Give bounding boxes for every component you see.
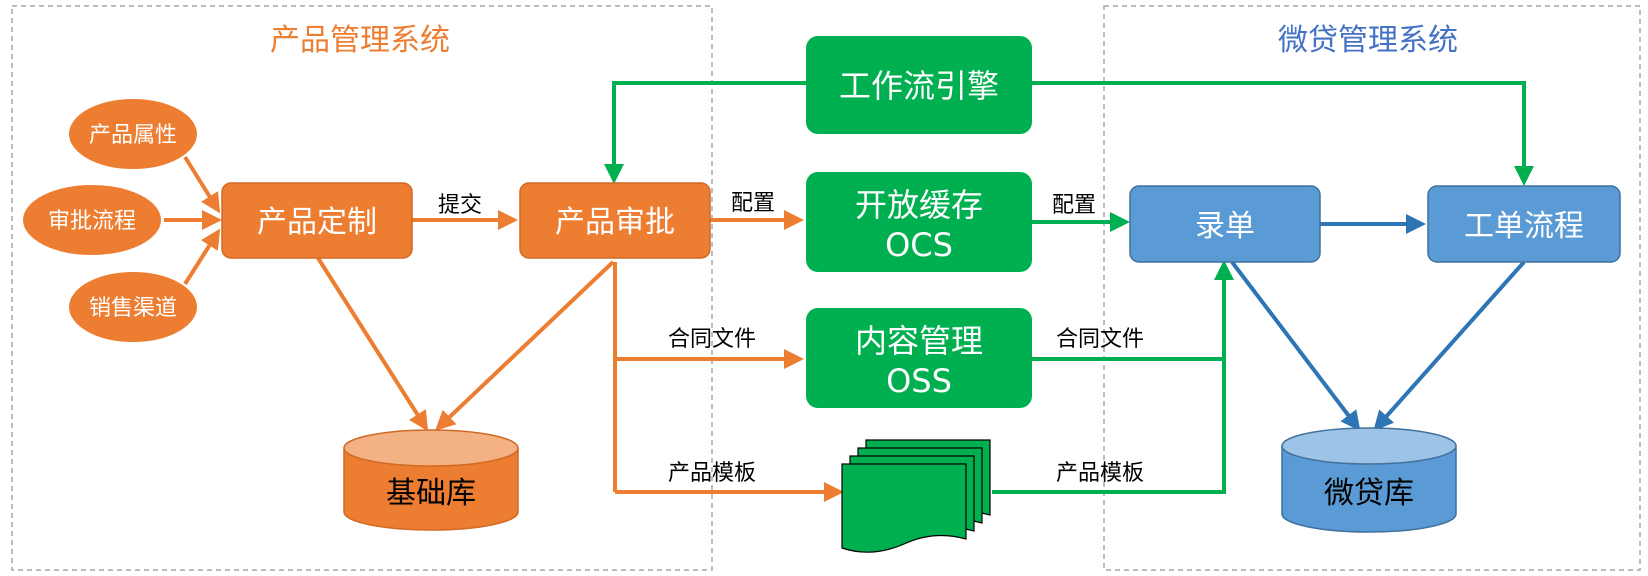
edge-channel-to-custom <box>183 228 221 286</box>
edge-label-submit: 提交 <box>438 193 482 218</box>
edge-label-contract-right: 合同文件 <box>1056 327 1144 352</box>
node-content-mgmt-line2: OSS <box>886 362 952 400</box>
node-microloan-db-label: 微贷库 <box>1324 476 1414 511</box>
node-base-db[interactable]: 基础库 <box>343 429 519 531</box>
node-product-custom-label: 产品定制 <box>257 205 377 240</box>
node-approval-flow[interactable]: 审批流程 <box>21 183 163 257</box>
edge-attr-to-custom <box>183 155 221 214</box>
node-product-attr-label: 产品属性 <box>89 123 177 148</box>
node-product-approval-label: 产品审批 <box>555 205 675 240</box>
microloan-system-region <box>1103 5 1641 571</box>
node-sales-channel-label: 销售渠道 <box>89 296 177 321</box>
node-open-cache-line2: OCS <box>885 226 953 264</box>
edge-label-template-right: 产品模板 <box>1056 461 1144 486</box>
node-product-custom[interactable]: 产品定制 <box>221 182 413 259</box>
node-work-order[interactable]: 工单流程 <box>1427 185 1621 263</box>
orange-connectors <box>164 155 844 502</box>
node-sales-channel[interactable]: 销售渠道 <box>67 270 199 344</box>
product-system-region <box>11 5 713 571</box>
edge-label-config-right: 配置 <box>1052 193 1096 218</box>
node-open-cache-line1: 开放缓存 <box>855 186 983 224</box>
edge-workflow-to-approval <box>604 81 806 184</box>
node-order-entry[interactable]: 录单 <box>1129 185 1321 263</box>
node-approval-flow-label: 审批流程 <box>48 209 136 234</box>
node-workflow-engine[interactable]: 工作流引擎 <box>806 36 1032 134</box>
green-connectors <box>604 81 1534 494</box>
edge-label-contract-left: 合同文件 <box>668 327 756 352</box>
edge-template-to-orderentry <box>992 260 1234 494</box>
edge-workorder-to-microloandb <box>1373 260 1526 431</box>
node-work-order-label: 工单流程 <box>1464 209 1584 244</box>
microloan-system-title: 微贷管理系统 <box>1278 23 1458 58</box>
edge-workflow-to-workorder <box>1032 81 1534 186</box>
node-product-attr[interactable]: 产品属性 <box>67 97 199 171</box>
node-product-approval[interactable]: 产品审批 <box>519 182 711 259</box>
product-system-title: 产品管理系统 <box>270 23 450 58</box>
node-content-mgmt[interactable]: 内容管理 OSS <box>806 308 1032 408</box>
node-workflow-engine-label: 工作流引擎 <box>839 67 999 105</box>
node-content-mgmt-line1: 内容管理 <box>855 322 983 360</box>
edge-label-config-left: 配置 <box>731 191 775 216</box>
edge-approval-to-basedb <box>435 260 615 431</box>
template-documents-icon[interactable] <box>841 439 991 553</box>
node-order-entry-label: 录单 <box>1195 209 1255 244</box>
edge-label-template-left: 产品模板 <box>668 461 756 486</box>
node-microloan-db[interactable]: 微贷库 <box>1281 427 1457 533</box>
node-base-db-label: 基础库 <box>386 476 476 511</box>
blue-connectors <box>1230 214 1526 432</box>
node-open-cache[interactable]: 开放缓存 OCS <box>806 172 1032 272</box>
edge-custom-to-basedb <box>316 256 429 432</box>
edge-orderentry-to-microloandb <box>1230 260 1361 432</box>
